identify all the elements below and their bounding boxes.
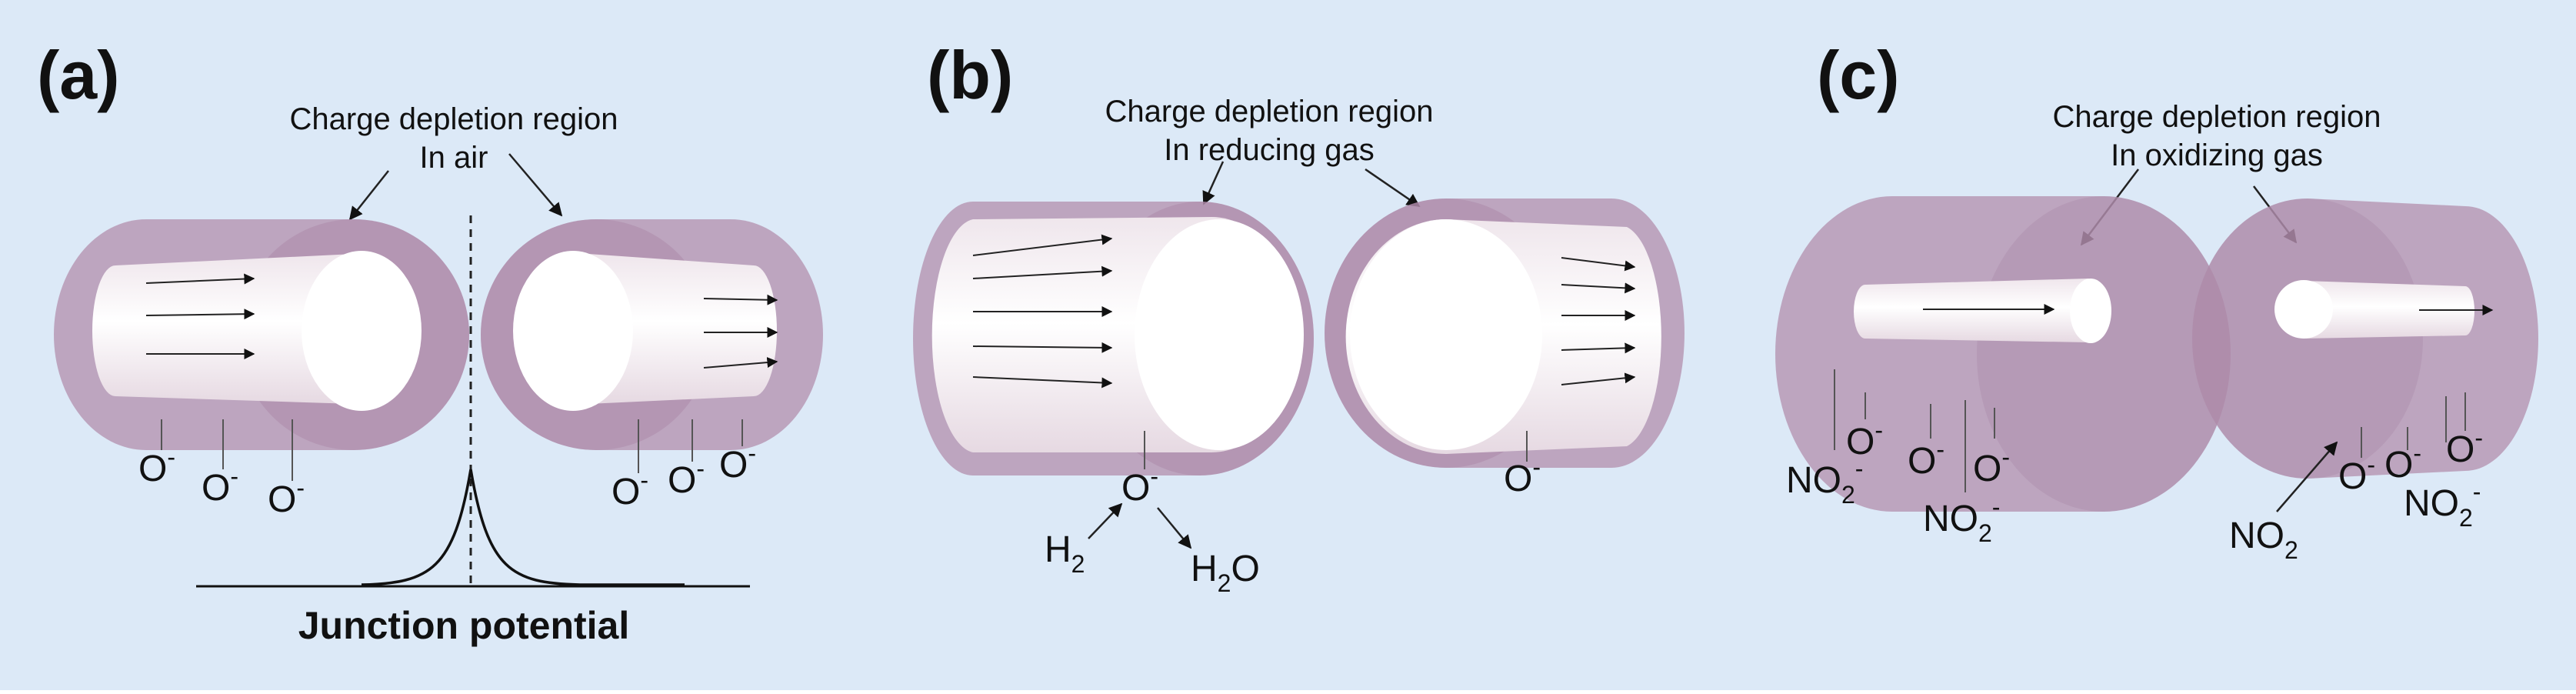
panel-b-arrow-h2 xyxy=(1088,502,1123,539)
panel-b-pointer-right xyxy=(1365,168,1421,208)
panel-c: (c) Charge depletion region In oxidizing… xyxy=(1775,37,2538,564)
panel-c-right-nanowire xyxy=(2192,199,2538,479)
panel-c-arrow-no2 xyxy=(2276,441,2338,512)
panel-c-ion-5: O- xyxy=(2384,439,2421,485)
panel-b-pointer-left xyxy=(1202,161,1225,205)
panel-b-caption-line1: Charge depletion region xyxy=(1105,95,1434,128)
panel-a-label: (a) xyxy=(37,37,120,113)
panel-c-left-nanowire xyxy=(1775,196,2231,512)
panel-b-caption-line2: In reducing gas xyxy=(1164,133,1375,167)
panel-c-ion-6: O- xyxy=(2446,424,2483,470)
panel-a-ion-1: O- xyxy=(138,443,175,489)
panel-b-left-nanowire xyxy=(913,202,1314,475)
panel-a-caption-line2: In air xyxy=(420,141,488,175)
panel-c-no2-2: NO2- xyxy=(1923,493,2000,547)
panel-b: (b) Charge depletion region In reducing … xyxy=(913,37,1685,597)
panel-a-potential-curve xyxy=(361,469,685,586)
panel-a-ion-4: O- xyxy=(612,466,648,512)
panel-c-no2-3: NO2- xyxy=(2404,478,2481,532)
panel-a-pointer-right xyxy=(508,153,563,217)
panel-a-ion-6: O- xyxy=(719,439,756,485)
panel-c-ion-1: O- xyxy=(1846,416,1883,462)
panel-c-ion-2: O- xyxy=(1908,435,1944,482)
panel-a-right-nanowire xyxy=(481,219,823,450)
panel-a-caption-line1: Charge depletion region xyxy=(290,102,618,136)
panel-a-junction-label: Junction potential xyxy=(298,604,630,647)
panel-a-left-nanowire xyxy=(54,219,469,450)
panel-b-ion-main: O- xyxy=(1121,462,1158,509)
panel-c-ion-3: O- xyxy=(1973,443,2010,489)
panel-c-no2-neutral: NO2 xyxy=(2229,515,2298,564)
panel-c-label: (c) xyxy=(1817,37,1900,113)
panel-b-h2o: H2O xyxy=(1191,549,1260,597)
panel-b-label: (b) xyxy=(927,37,1013,113)
panel-a-pointer-left xyxy=(348,170,389,221)
panel-a: (a) Charge depletion region In air xyxy=(37,37,823,647)
panel-a-ion-2: O- xyxy=(202,462,238,509)
panel-b-ion-right: O- xyxy=(1504,453,1541,499)
panel-c-caption-line1: Charge depletion region xyxy=(2053,100,2381,134)
panel-c-ion-4: O- xyxy=(2338,451,2375,497)
panel-c-caption-line2: In oxidizing gas xyxy=(2111,138,2323,172)
panel-a-ion-5: O- xyxy=(668,455,705,501)
panel-c-no2-1: NO2- xyxy=(1786,455,1863,509)
panel-b-right-nanowire xyxy=(1325,199,1685,468)
panel-a-ion-3: O- xyxy=(268,474,305,520)
panel-b-h2: H2 xyxy=(1045,529,1085,578)
panel-b-arrow-h2o xyxy=(1157,507,1192,549)
